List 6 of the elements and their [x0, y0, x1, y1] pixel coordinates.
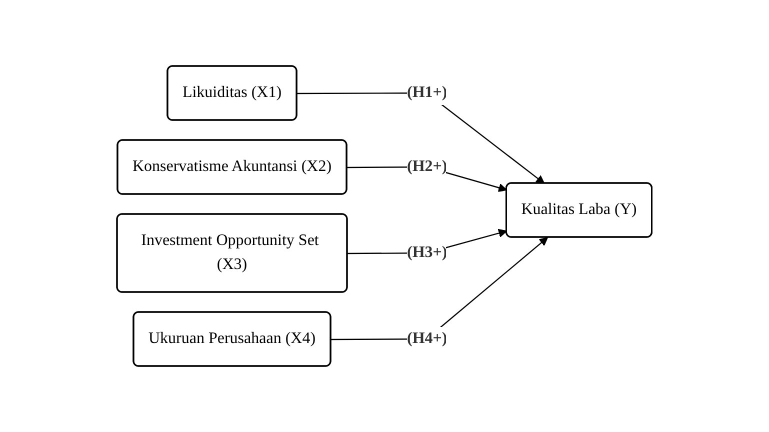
edge-label: (H2+) [407, 158, 448, 175]
edge-label: (H4+) [407, 330, 448, 347]
arrow [331, 237, 548, 340]
edge-label: (H1+) [407, 84, 448, 101]
arrow [297, 92, 545, 184]
edge-label: (H3+) [407, 244, 448, 261]
